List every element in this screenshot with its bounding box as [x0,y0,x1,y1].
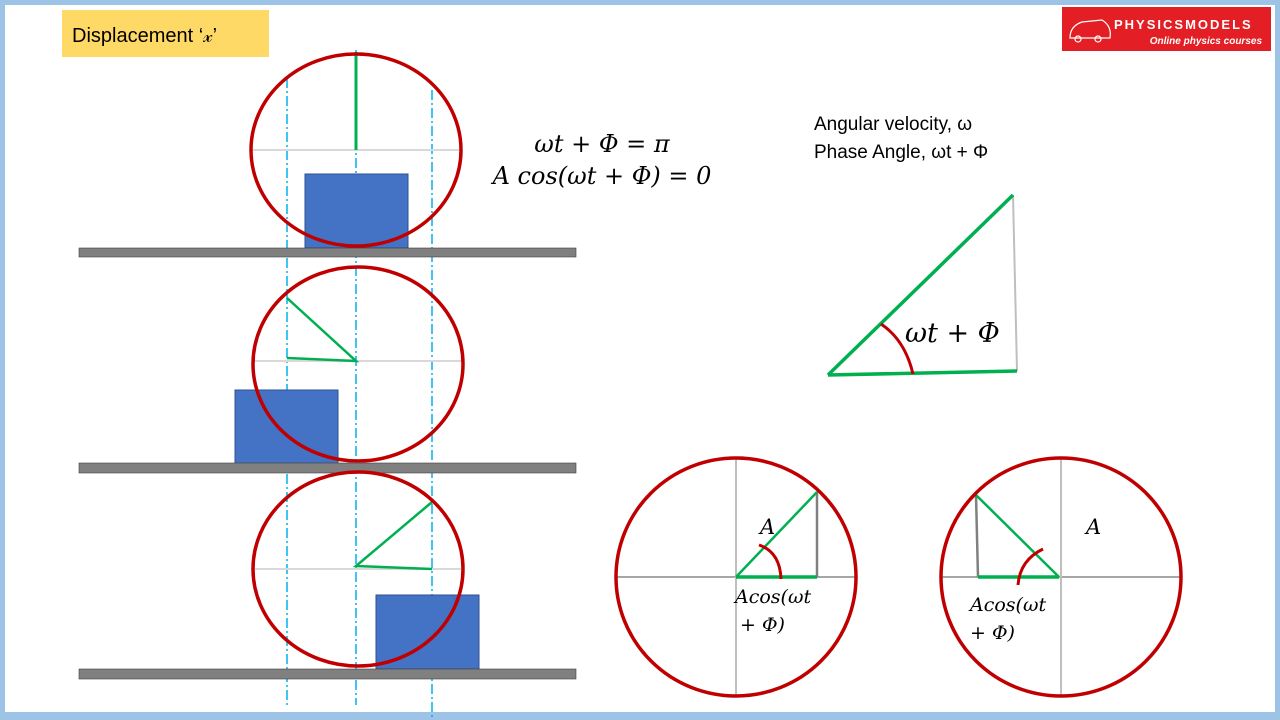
title-label: Displacement ‘𝓍’ [72,25,217,47]
angle-arc [758,543,783,580]
legend-angular-velocity: Angular velocity, ω [814,114,972,135]
projection-label-2: + Φ) [740,614,785,636]
block [375,594,480,670]
reference-circle [251,470,465,668]
ground [78,668,577,680]
car-icon [1069,19,1111,43]
slide-background [5,5,1275,712]
angle-arc [880,322,915,375]
phase-triangle: ωt + Φ [826,193,1018,377]
phasor [352,501,433,571]
projection-label-1: Acos(ωt [968,594,1046,616]
physicsmodels-logo: PHYSICSMODELS Online physics courses [1062,7,1271,51]
oscillator-middle [78,265,577,474]
oscillator-top [78,52,577,258]
ground [78,462,577,474]
block [304,173,409,249]
ground [78,247,577,258]
equation-displacement: A cos(ωt + Φ) = 0 [491,162,712,190]
logo-tagline: Online physics courses [1150,36,1263,47]
projection-label-2: + Φ) [970,622,1015,644]
legend-phase-angle: Phase Angle, ωt + Φ [814,142,988,163]
angle-arc [1016,547,1044,586]
equation-phase: ωt + Φ = π [534,130,671,158]
projection-label-1: Acos(ωt [733,586,811,608]
logo-name: PHYSICSMODELS [1114,17,1253,32]
oscillator-bottom [78,470,577,680]
reference-circle [249,52,463,248]
phasor-diagram-right: A Acos(ωt + Φ) [939,456,1183,698]
reference-circle [614,456,858,698]
phasor-diagram-left: A Acos(ωt + Φ) [614,456,858,698]
reference-circle [939,456,1183,698]
amplitude-label: A [1084,515,1101,539]
phasor [286,297,360,363]
triangle-angle-label: ωt + Φ [905,318,1000,349]
title-label-bg [62,10,269,57]
block [234,389,339,465]
amplitude-label: A [758,515,775,539]
reference-circle [251,265,465,463]
